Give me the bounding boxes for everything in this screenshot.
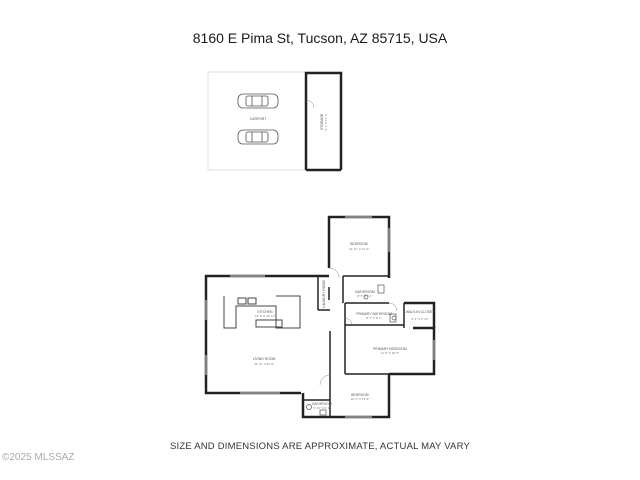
bathroom-mid-label: BATHROOM (355, 290, 375, 294)
primary-bathroom-label: PRIMARY BATHROOM (356, 312, 392, 316)
storage-dims: 5' 3" X 13' 3" (324, 114, 328, 131)
bedroom-top-label: BEDROOM (350, 242, 368, 246)
bedroom-bottom-label: BEDROOM (351, 393, 369, 397)
bedroom-top-dims: 13' 11" X 13' 4" (349, 247, 369, 251)
carport-structure: CARPORT STORAGE 5' 3" X 13' 3" (207, 71, 343, 172)
bathroom-mid-dims: 8' 7" X 5' 1" (357, 294, 372, 298)
primary-bathroom-dims: 8' 7" X 5' 1" (366, 316, 381, 320)
walk-in-closet-label: WALK-IN CLOSET (406, 310, 435, 314)
bathroom-bottom-dims: 5' 10" X 3' 4" (314, 406, 331, 410)
bath-fixtures (306, 284, 397, 416)
kitchen-label: KITCHEN (258, 310, 273, 314)
storage-label: STORAGE (320, 113, 324, 130)
window-marks (205, 216, 435, 418)
car-icon (237, 129, 279, 145)
kitchen-counters (223, 295, 301, 329)
primary-bedroom-label: PRIMARY BEDROOM (373, 347, 407, 351)
primary-bedroom-dims: 11' 9" X 20' 5" (381, 351, 399, 355)
laundry-label: LAUNDRY ROOM (322, 280, 326, 308)
bedroom-bottom-dims: 10' 2" X 13' 9" (351, 397, 370, 401)
house-walls (204, 215, 436, 419)
disclaimer-text: SIZE AND DIMENSIONS ARE APPROXIMATE, ACT… (169, 441, 471, 452)
walk-in-closet-dims: 5' 4" X 5' 10" (412, 317, 429, 321)
door-swings (319, 267, 398, 386)
watermark: ©2025 MLSSAZ (2, 452, 75, 463)
carport-label: CARPORT (250, 117, 267, 121)
living-room-dims: 31' 11" X 32' 9" (254, 362, 274, 366)
kitchen-dims: 18' 9" X 10' 11" (255, 314, 275, 318)
living-room-label: LIVING ROOM (253, 357, 276, 361)
bathroom-bottom-label: BATHROOM (312, 402, 332, 406)
property-address: 8160 E Pima St, Tucson, AZ 85715, USA (192, 30, 448, 46)
car-icon (237, 93, 279, 109)
